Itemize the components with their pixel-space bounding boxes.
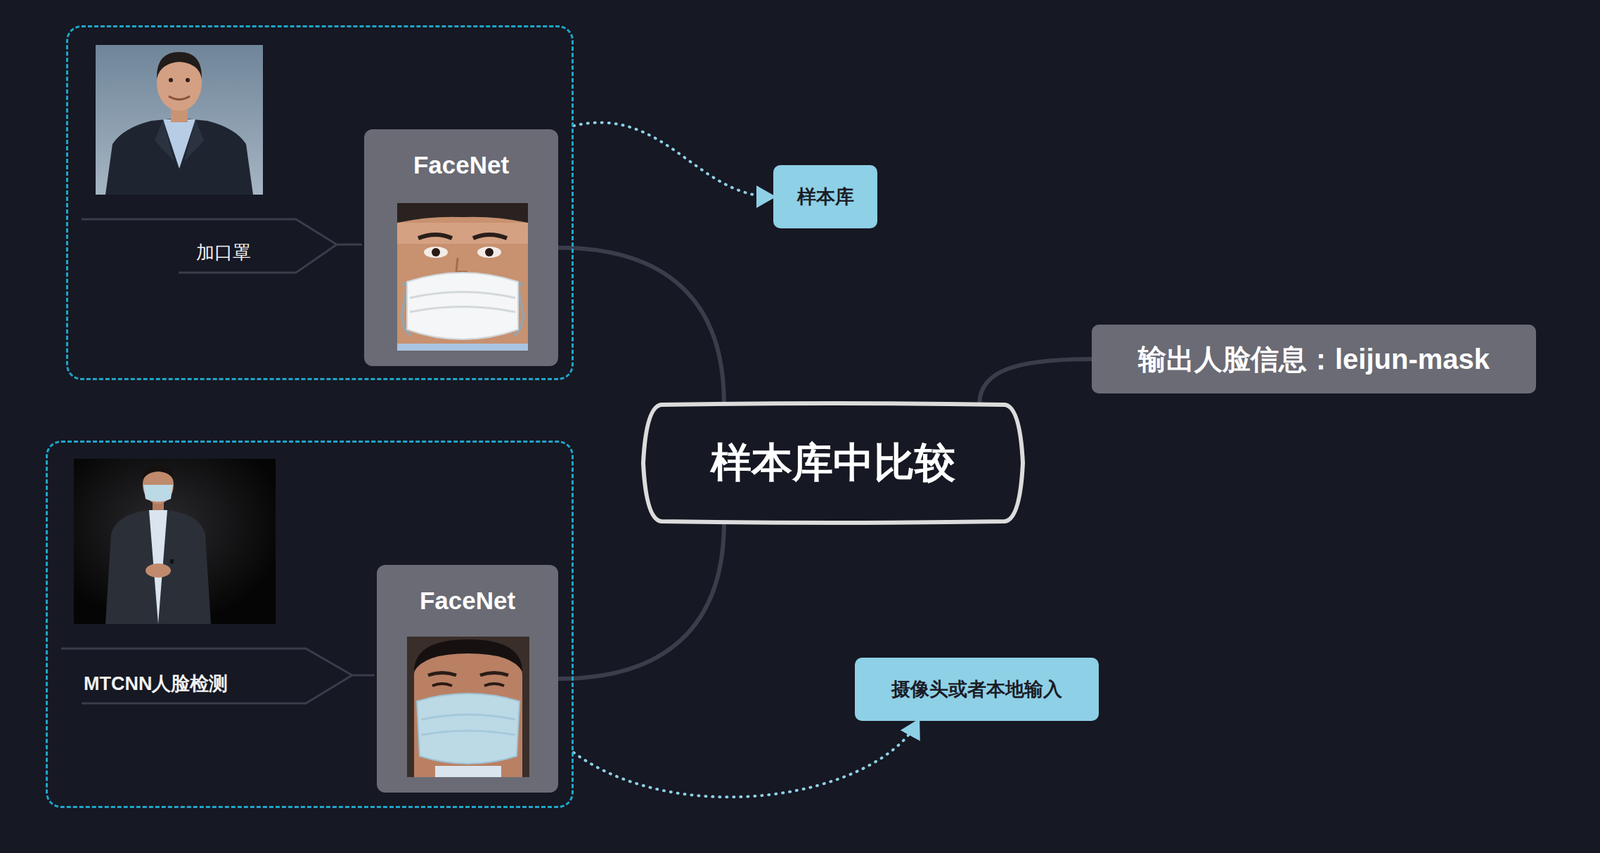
model-box: FaceNet bbox=[376, 565, 559, 793]
step-label: MTCNN人脸检测 bbox=[83, 671, 228, 697]
branch-line bbox=[558, 248, 725, 405]
group-frame: MTCNN人脸检测 FaceNet bbox=[45, 440, 574, 809]
masked-face-image bbox=[397, 203, 528, 351]
box-text: 摄像头或者本地输入 bbox=[891, 676, 1063, 703]
box-text: 样本库 bbox=[797, 184, 855, 210]
masked-face-image bbox=[407, 636, 530, 778]
io-box: 摄像头或者本地输入 bbox=[854, 657, 1099, 722]
dotted-arrow bbox=[573, 721, 919, 798]
box-text: 样本库中比较 bbox=[710, 435, 956, 491]
model-box: FaceNet bbox=[364, 129, 559, 367]
box-text: 输出人脸信息：leijun-mask bbox=[1138, 340, 1490, 379]
step-label: 加口罩 bbox=[196, 239, 251, 266]
branch-line bbox=[558, 523, 725, 680]
stage-photo bbox=[73, 459, 276, 625]
output-box: 输出人脸信息：leijun-mask bbox=[1091, 324, 1537, 394]
io-box: 样本库 bbox=[773, 165, 878, 229]
box-title: FaceNet bbox=[419, 586, 516, 616]
dotted-arrow bbox=[573, 122, 774, 197]
portrait-photo bbox=[95, 44, 263, 195]
box-title: FaceNet bbox=[413, 150, 509, 180]
terminator-box: 样本库中比较 bbox=[640, 397, 1026, 529]
branch-line bbox=[979, 359, 1092, 405]
bracket-lines bbox=[61, 219, 375, 704]
group-frame: 加口罩 FaceNet bbox=[66, 25, 574, 381]
